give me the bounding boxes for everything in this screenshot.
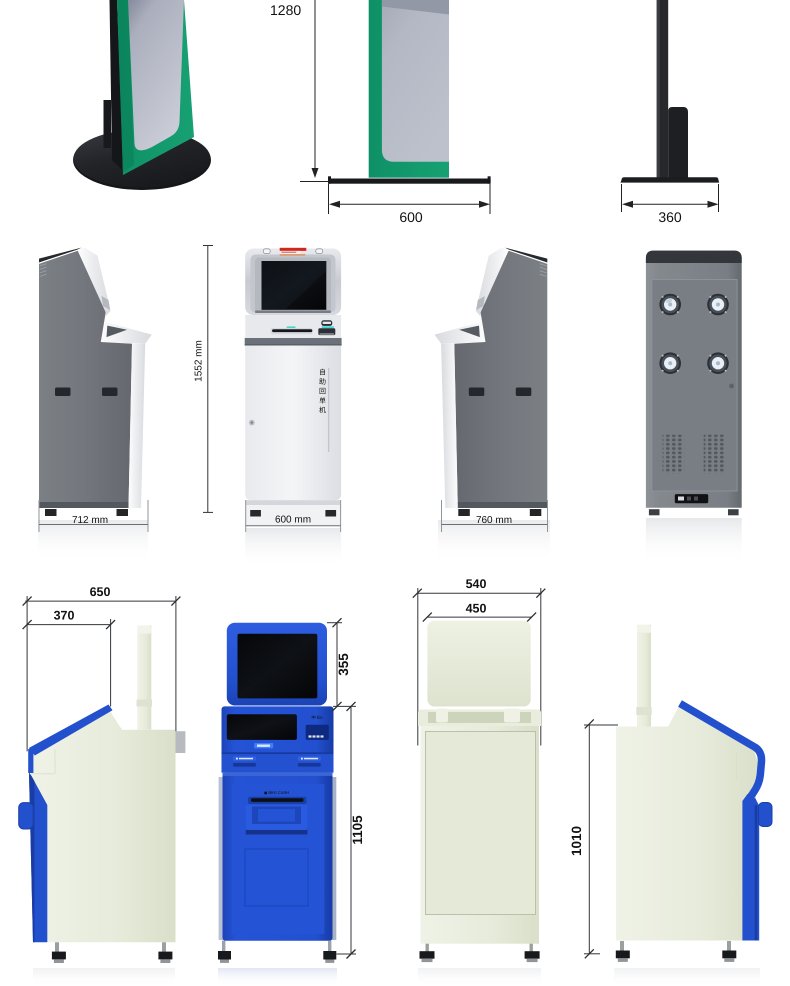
svg-text:自: 自	[319, 369, 326, 377]
svg-text:1552 mm: 1552 mm	[194, 340, 205, 382]
svg-text:回: 回	[319, 388, 326, 396]
svg-text:◼ BBG CASH: ◼ BBG CASH	[264, 790, 289, 795]
svg-text:单: 单	[319, 397, 326, 405]
svg-text:助: 助	[319, 378, 326, 386]
svg-text:1105: 1105	[350, 815, 365, 845]
svg-text:760 mm: 760 mm	[476, 515, 512, 526]
svg-text:712 mm: 712 mm	[72, 515, 108, 526]
svg-text:1280: 1280	[270, 2, 301, 18]
svg-text:1010: 1010	[569, 826, 584, 856]
svg-text:650: 650	[90, 585, 111, 599]
svg-text:370: 370	[54, 609, 75, 623]
svg-text:355: 355	[336, 653, 351, 676]
svg-text:机: 机	[319, 407, 326, 415]
svg-text:360: 360	[658, 209, 682, 225]
svg-text:600 mm: 600 mm	[275, 515, 311, 526]
svg-text:600: 600	[399, 209, 423, 225]
svg-text:450: 450	[466, 602, 487, 616]
svg-text:中 En: 中 En	[311, 715, 323, 720]
svg-text:540: 540	[466, 577, 487, 591]
